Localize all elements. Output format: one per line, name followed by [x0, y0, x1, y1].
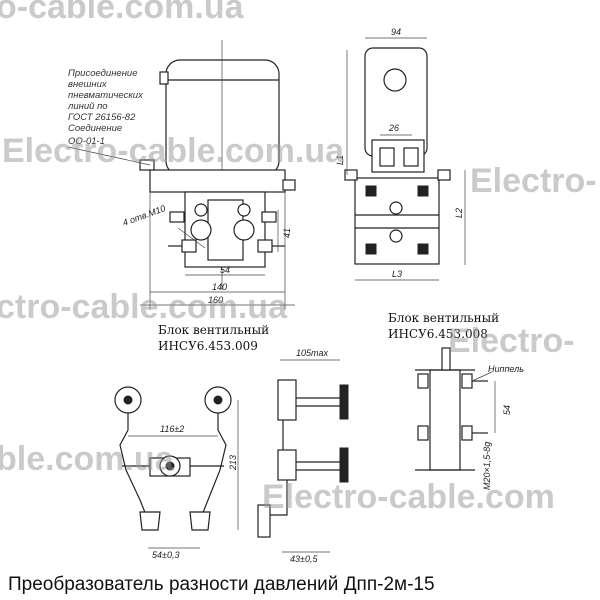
note-line-7: ОО-01-1 [68, 136, 105, 147]
valve-block-009 [114, 386, 239, 549]
valve-block-side [257, 359, 349, 553]
block-left-code: ИНСУ6.453.009 [158, 339, 258, 353]
note-line-4: линий по [67, 101, 108, 112]
dim-213: 213 [228, 455, 238, 471]
figure-caption: Преобразователь разности давлений Дпп-2м… [8, 574, 435, 595]
watermark-6: Electro-cable.com [262, 478, 555, 516]
dim-105max: 105max [296, 348, 329, 358]
converter-front-view [344, 37, 466, 281]
dim-L3: L3 [392, 269, 402, 279]
dim-54: 54 [220, 265, 230, 275]
note-line-2: внешних [68, 79, 108, 90]
note-line-5: ГОСТ 26156-82 [68, 112, 136, 123]
dim-160: 160 [208, 295, 223, 305]
note-line-1: Присоединение [68, 68, 138, 79]
watermark-3: ctro-cable.com.ua [0, 288, 288, 326]
block-right-name: Блок вентильный [388, 311, 499, 325]
dim-140: 140 [212, 282, 227, 292]
dim-54-03: 54±0,3 [152, 550, 179, 560]
thread-label: M20×1,5-8g [482, 442, 492, 490]
watermark-1: Electro-cable.com.ua [2, 132, 345, 170]
watermark-2: Electro- [470, 162, 597, 200]
bolt-holes-label: 4 отв.М10 [121, 203, 166, 228]
dim-L1: L1 [335, 155, 345, 165]
converter-side-view [139, 40, 296, 310]
note-line-3: пневматических [68, 90, 144, 101]
dim-L2: L2 [454, 208, 464, 218]
watermark-top: o-cable.com.ua [0, 0, 245, 26]
block-right-code: ИНСУ6.453.008 [388, 327, 488, 341]
watermark-4: Electro- [448, 322, 575, 360]
block-left-name: Блок вентильный [158, 323, 269, 337]
connection-note: Присоединение внешних пневматических лин… [67, 68, 151, 166]
dim-26: 26 [388, 123, 399, 133]
note-line-6: Соединение [68, 123, 122, 134]
nipple-label: Ниппель [488, 364, 524, 374]
dim-116: 116±2 [160, 424, 184, 434]
dim-41: 41 [282, 228, 292, 238]
valve-block-008 [415, 347, 496, 471]
dim-94: 94 [391, 27, 401, 37]
dim-54-right: 54 [502, 405, 512, 415]
watermark-5: ble.com.ua [0, 440, 175, 478]
dim-43: 43±0,5 [290, 554, 318, 564]
